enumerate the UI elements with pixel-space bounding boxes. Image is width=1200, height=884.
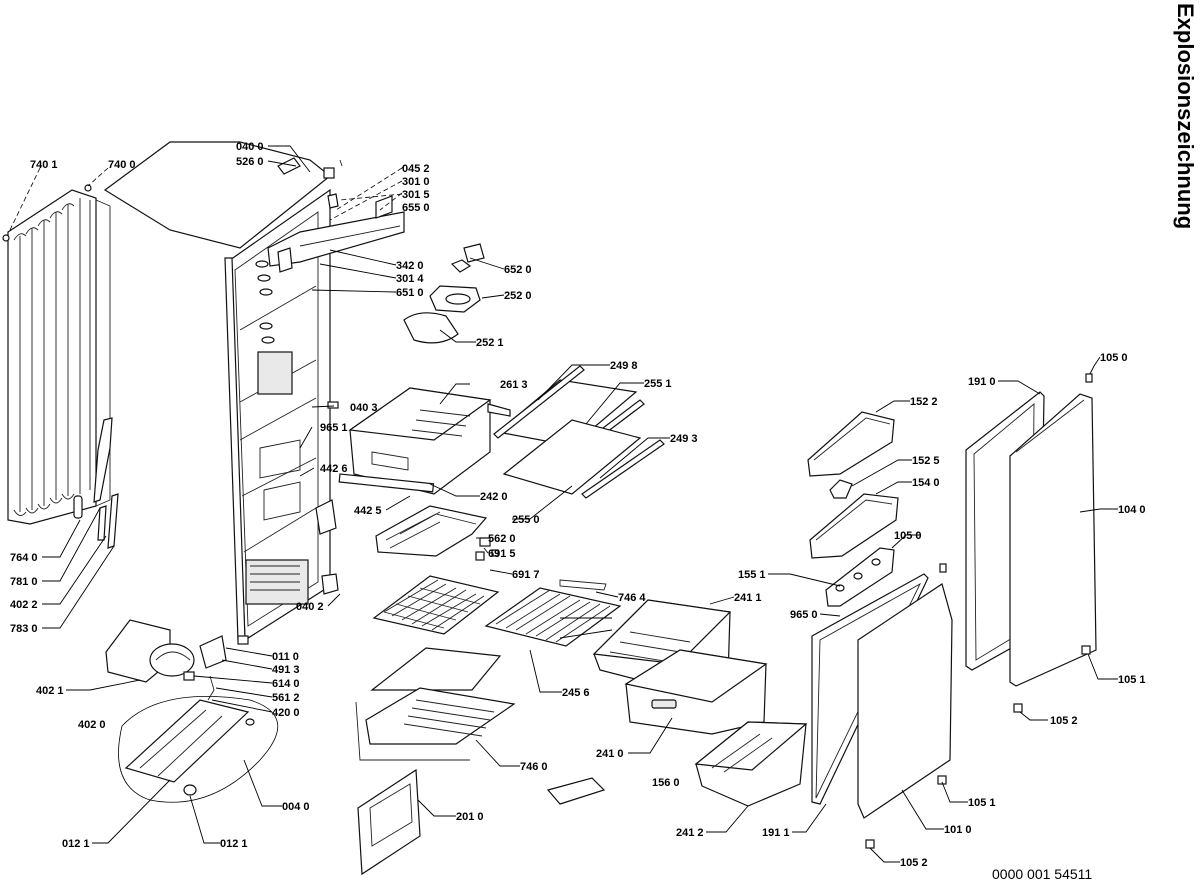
label-1540: 154 0 [912, 477, 940, 489]
crisper-drawers-right [546, 599, 808, 807]
condenser [2, 184, 111, 525]
label-1040: 104 0 [1118, 504, 1146, 516]
label-0110: 011 0 [272, 651, 299, 663]
fridge-door [811, 573, 953, 819]
label-6550: 655 0 [402, 202, 430, 214]
label-6915: 691 5 [488, 548, 516, 560]
label-2412: 241 2 [676, 827, 704, 839]
freezer-door [965, 391, 1097, 687]
label-1052b: 105 2 [900, 857, 928, 869]
label-2613: 261 3 [500, 379, 528, 391]
label-1551: 155 1 [738, 569, 766, 581]
top-hinge-parts [267, 157, 485, 344]
label-3015: 301 5 [402, 189, 430, 201]
label-2551: 255 1 [644, 378, 672, 390]
label-3010: 301 0 [402, 176, 430, 188]
label-4913: 491 3 [272, 664, 300, 676]
label-7400: 740 0 [108, 159, 136, 171]
label-5612: 561 2 [272, 692, 300, 704]
glass-shelves [493, 365, 665, 499]
label-2456: 245 6 [562, 687, 590, 699]
label-3014: 301 4 [396, 273, 424, 285]
label-2010: 201 0 [456, 811, 484, 823]
label-2521: 252 1 [476, 337, 504, 349]
label-7401: 740 1 [30, 159, 58, 171]
diagram-title: Explosionszeichnung [1173, 3, 1198, 230]
label-1910: 191 0 [968, 376, 996, 388]
freezer-drawer-frame [375, 505, 491, 561]
label-0402: 040 2 [296, 601, 324, 613]
label-1050b: 105 0 [894, 530, 922, 542]
label-4200: 420 0 [272, 707, 300, 719]
label-9650: 965 0 [790, 609, 818, 621]
label-7640: 764 0 [10, 552, 38, 564]
fridge-wire-shelf [484, 579, 622, 647]
part-labels: 040 0 526 0 045 2 301 0 301 5 655 0 740 … [10, 141, 1146, 869]
label-7464: 746 4 [618, 592, 646, 604]
fan-bracket [315, 499, 339, 595]
label-0400: 040 0 [236, 141, 264, 153]
label-4425: 442 5 [354, 505, 382, 517]
document-number: 0000 001 54511 [992, 866, 1093, 882]
compressor-assembly [105, 619, 278, 803]
label-4021: 402 1 [36, 685, 64, 697]
label-2420: 242 0 [480, 491, 508, 503]
label-3420: 342 0 [396, 260, 424, 272]
label-1560: 156 0 [652, 777, 680, 789]
label-5260: 526 0 [236, 156, 264, 168]
freezer-grid-shelf [372, 575, 500, 635]
label-1050a: 105 0 [1100, 352, 1128, 364]
label-2410: 241 0 [596, 748, 624, 760]
label-9651: 965 1 [320, 422, 348, 434]
cabinet [103, 141, 331, 645]
label-6917: 691 7 [512, 569, 540, 581]
bottom-cover [357, 768, 421, 876]
label-0040: 004 0 [282, 801, 310, 813]
label-4020: 402 0 [78, 719, 106, 731]
label-4426: 442 6 [320, 463, 348, 475]
label-1525: 152 5 [912, 455, 940, 467]
crisper-drawer-upper [338, 387, 511, 495]
leader-lines [9, 145, 1118, 863]
label-1051a: 105 1 [1118, 674, 1146, 686]
label-6510: 651 0 [396, 287, 424, 299]
label-7810: 781 0 [10, 576, 38, 588]
label-1051b: 105 1 [968, 797, 996, 809]
label-1522: 152 2 [910, 396, 938, 408]
label-2550: 255 0 [512, 514, 540, 526]
label-5620: 562 0 [488, 533, 516, 545]
diagram-title-vertical: Explosionszeichnung [1166, 0, 1200, 300]
label-0403: 040 3 [350, 402, 378, 414]
label-6140: 614 0 [272, 678, 300, 690]
label-1010: 101 0 [944, 824, 972, 836]
door-shelves [807, 411, 899, 607]
label-2520: 252 0 [504, 290, 532, 302]
label-2493: 249 3 [670, 433, 698, 445]
label-0121b: 012 1 [220, 838, 248, 850]
drain-tubes [73, 417, 119, 549]
small-fasteners [327, 373, 1093, 849]
label-2498: 249 8 [610, 360, 638, 372]
label-7460: 746 0 [520, 761, 548, 773]
label-4022: 402 2 [10, 599, 38, 611]
label-0452: 045 2 [402, 163, 430, 175]
label-0121a: 012 1 [62, 838, 90, 850]
lower-freezer-drawer [355, 647, 516, 761]
label-2411: 241 1 [734, 592, 762, 604]
label-6520: 652 0 [504, 264, 532, 276]
label-7830: 783 0 [10, 623, 38, 635]
label-1911b: 191 1 [762, 827, 790, 839]
label-1052a: 105 2 [1050, 715, 1078, 727]
